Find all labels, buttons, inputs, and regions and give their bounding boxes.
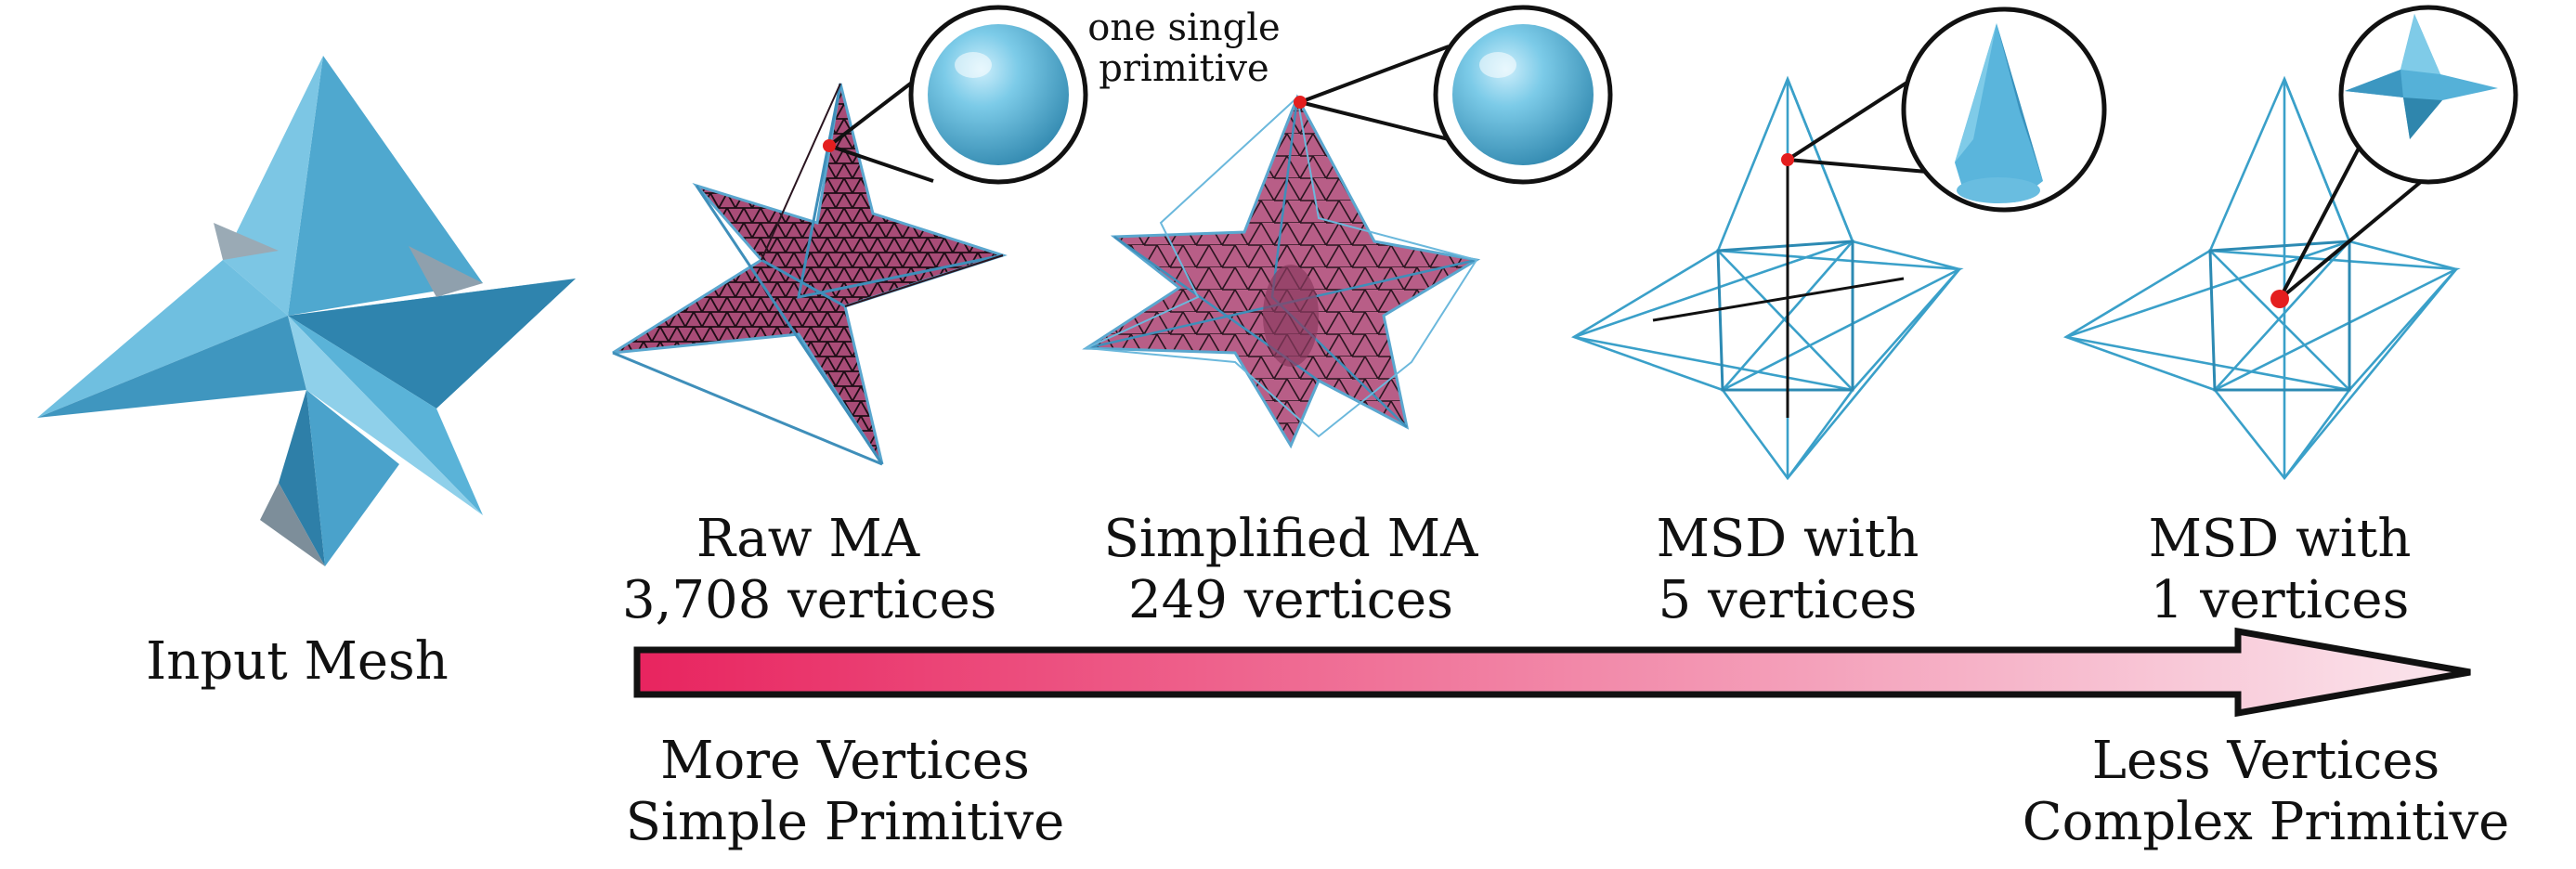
callout-sphere-simplified [1433, 5, 1613, 185]
callout-leaders [827, 45, 2435, 301]
callout-note: one single primitive [1082, 7, 1286, 89]
simplified-ma-surface [1082, 94, 1481, 449]
callout-note-line1: one single [1087, 6, 1281, 49]
caption-raw-ma: Raw MA 3,708 vertices [622, 509, 997, 631]
caption-simplified-ma: Simplified MA 249 vertices [1082, 509, 1500, 631]
arrow-right-label: Less Vertices Complex Primitive [2022, 731, 2510, 852]
callout-sphere-raw [908, 5, 1088, 185]
msd5-skeleton [1652, 158, 1905, 418]
callout-cone-primitive [1901, 6, 2107, 213]
msd5-title: MSD with [1656, 509, 1919, 569]
callout-note-line2: primitive [1099, 47, 1269, 90]
caption-input-mesh: Input Mesh [146, 631, 449, 692]
callout-star-primitive [2338, 5, 2518, 185]
simplified-ma-count: 249 vertices [1128, 570, 1453, 630]
msd1-title: MSD with [2148, 509, 2412, 569]
raw-ma-title: Raw MA [696, 509, 920, 569]
raw-ma-surface [612, 83, 1008, 466]
msd1-wireframe [2062, 75, 2461, 481]
input-mesh-star [37, 56, 576, 566]
raw-ma-count: 3,708 vertices [622, 570, 997, 630]
simplified-ma-title: Simplified MA [1103, 509, 1478, 569]
caption-msd5: MSD with 5 vertices [1611, 509, 1964, 631]
msd1-count: 1 vertices [2150, 570, 2410, 630]
arrow-left-label: More Vertices Simple Primitive [625, 731, 1065, 852]
msd5-count: 5 vertices [1658, 570, 1918, 630]
progression-arrow [633, 627, 2471, 718]
selected-vertex-markers [823, 96, 2289, 308]
caption-msd1: MSD with 1 vertices [2103, 509, 2456, 631]
